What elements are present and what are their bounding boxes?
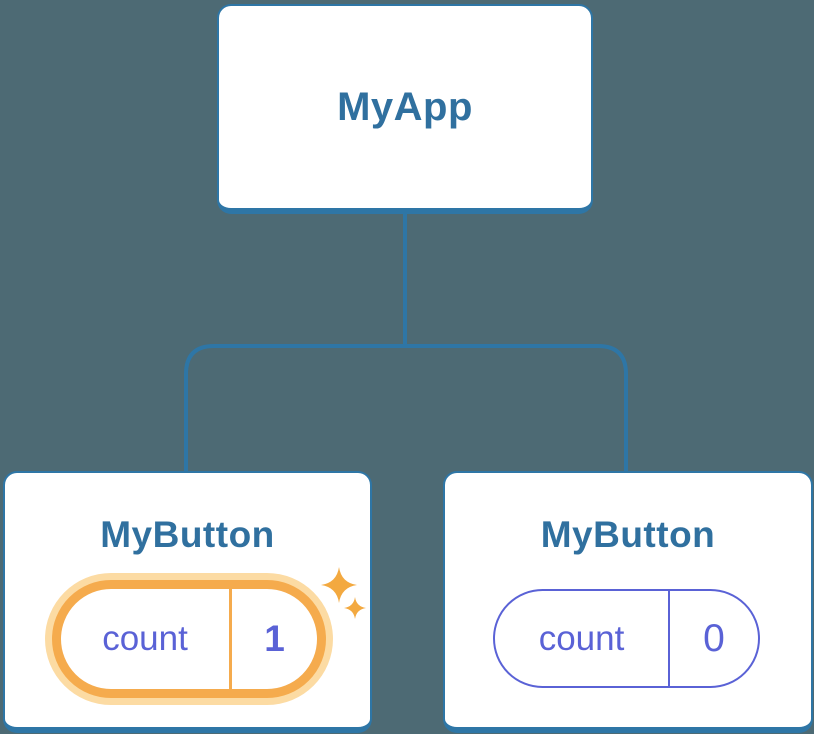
node-mybutton-right-label: MyButton: [540, 514, 716, 555]
pill-divider: [668, 591, 670, 686]
sparkle-small: [344, 597, 366, 619]
node-myapp: MyApp: [217, 4, 593, 214]
state-pill-right: count 0: [493, 589, 760, 688]
sparkle-large: [321, 567, 357, 603]
node-myapp-label: MyApp: [337, 84, 473, 129]
sparkles-icon: [321, 567, 366, 619]
node-mybutton-right: MyButton count 0: [443, 471, 813, 733]
state-pill-left: count 1: [52, 580, 326, 698]
state-value: 0: [703, 616, 725, 660]
state-key: count: [538, 618, 625, 658]
state-key: count: [102, 619, 188, 658]
pill-divider: [229, 589, 232, 689]
node-mybutton-left: MyButton count 1: [3, 471, 372, 733]
node-mybutton-left-label: MyButton: [100, 514, 275, 555]
state-value: 1: [264, 618, 285, 659]
children-bracket-line: [184, 344, 628, 472]
